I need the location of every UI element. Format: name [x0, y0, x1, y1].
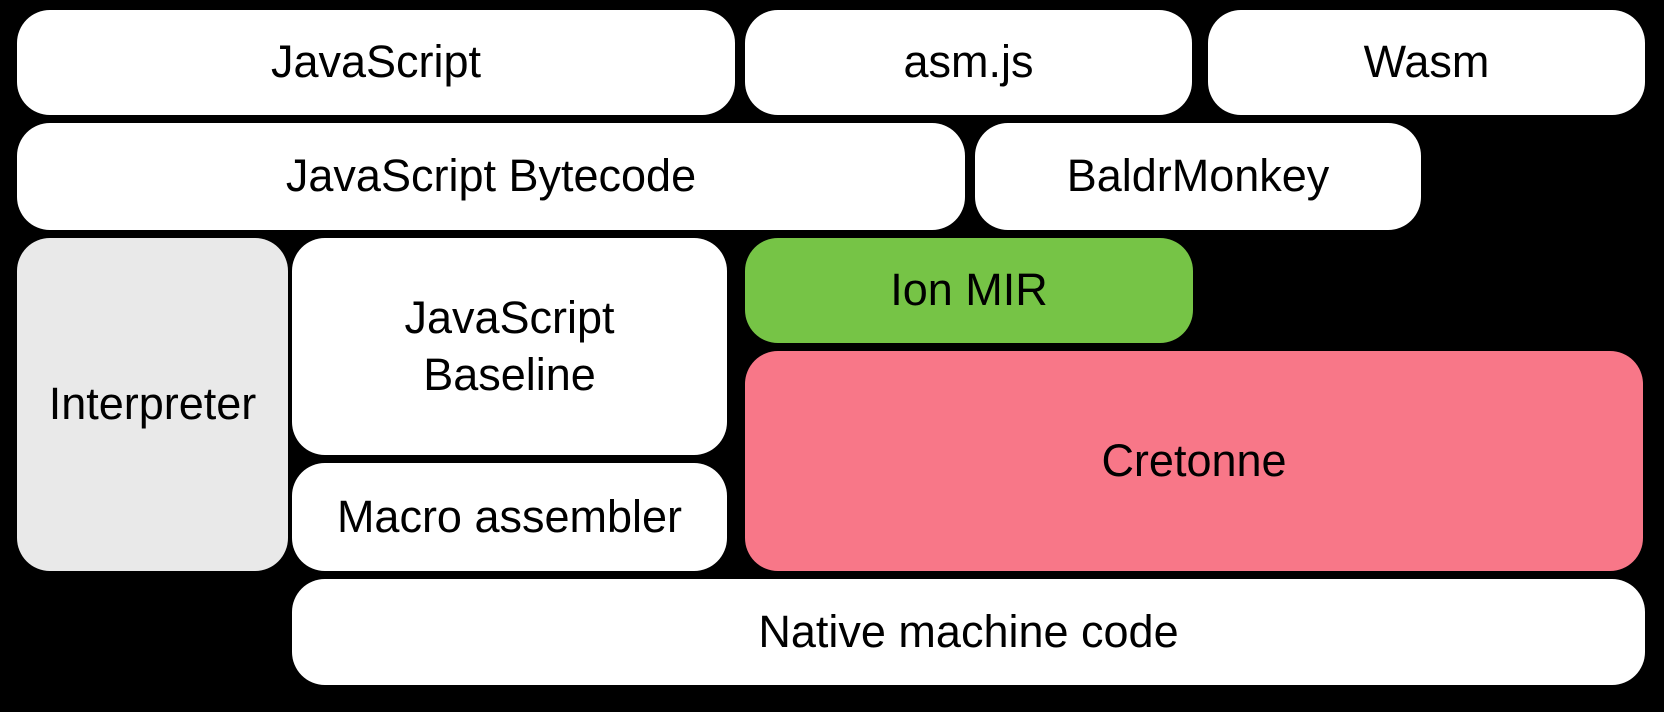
node-ion-mir: Ion MIR — [745, 238, 1193, 343]
node-javascript-baseline: JavaScript Baseline — [292, 238, 727, 455]
node-asmjs: asm.js — [745, 10, 1192, 115]
node-javascript: JavaScript — [17, 10, 735, 115]
node-macro-assembler: Macro assembler — [292, 463, 727, 571]
node-baldrmonkey: BaldrMonkey — [975, 123, 1421, 230]
node-cretonne: Cretonne — [745, 351, 1643, 571]
node-wasm: Wasm — [1208, 10, 1645, 115]
node-native-machine-code: Native machine code — [292, 579, 1645, 685]
node-javascript-bytecode: JavaScript Bytecode — [17, 123, 965, 230]
node-interpreter: Interpreter — [17, 238, 288, 571]
